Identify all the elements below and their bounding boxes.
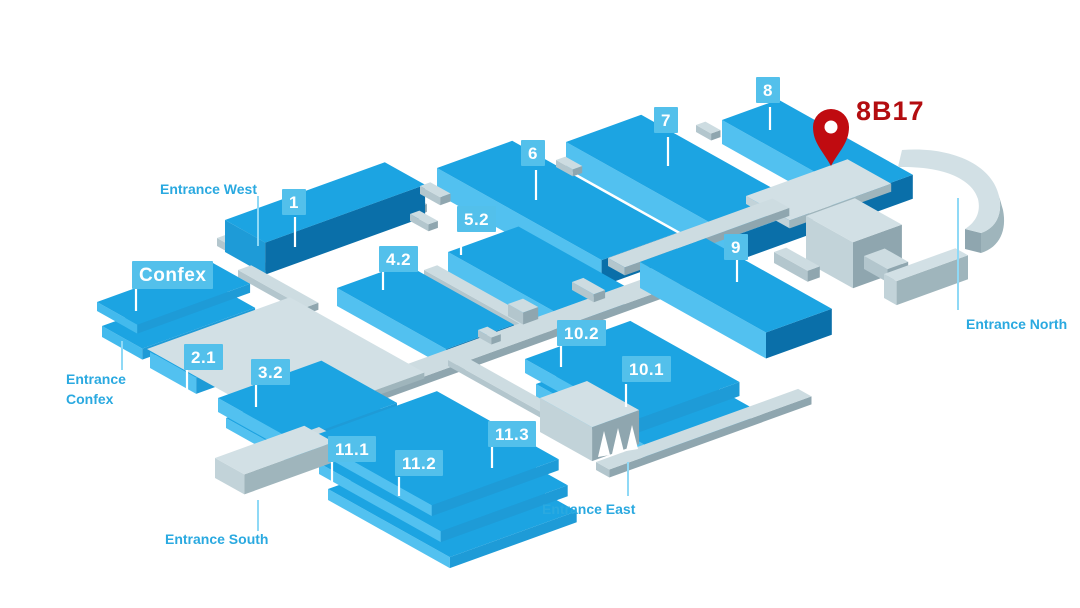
walkway (410, 210, 438, 232)
hall-tag-6[interactable]: 6 (521, 140, 545, 166)
hall-tag-5-2[interactable]: 5.2 (457, 206, 497, 232)
stand-marker-label: 8B17 (856, 96, 925, 126)
building (884, 248, 968, 306)
entrance-south-building (215, 425, 334, 495)
entrance-label-east: Entrance East (542, 501, 636, 517)
hall-tag-1[interactable]: 1 (282, 189, 306, 215)
entrance-label-confex: Entrance Confex (66, 371, 126, 407)
hall-tag-8[interactable]: 8 (756, 77, 780, 103)
hall-tag-11-2[interactable]: 11.2 (395, 450, 444, 476)
hall-tag-3-2[interactable]: 3.2 (251, 359, 291, 385)
hall-tag-10-1[interactable]: 10.1 (622, 356, 672, 382)
hall-tag-11-1[interactable]: 11.1 (328, 436, 377, 462)
walkway (478, 326, 501, 345)
location-pin-icon[interactable] (813, 109, 849, 166)
walkway (572, 277, 606, 303)
walkway (774, 247, 820, 282)
walkway (508, 298, 539, 325)
entrance-east-canopy (598, 425, 638, 457)
hall-tag-4-2[interactable]: 4.2 (379, 246, 419, 272)
entrance-label-south: Entrance South (165, 531, 269, 547)
walkway (556, 156, 583, 177)
walkway (696, 121, 721, 141)
entrance-label-west: Entrance West (160, 181, 257, 197)
hall-tag-11-3[interactable]: 11.3 (488, 421, 537, 447)
hall-tag-confex[interactable]: Confex (132, 261, 214, 289)
walkway (420, 182, 451, 206)
hall-tag-10-2[interactable]: 10.2 (557, 320, 607, 346)
entrance-label-north: Entrance North (966, 316, 1068, 332)
hall-9[interactable] (640, 238, 832, 359)
hall-tag-2-1[interactable]: 2.1 (184, 344, 224, 370)
hall-tag-9[interactable]: 9 (724, 234, 748, 260)
hall-tag-7[interactable]: 7 (654, 107, 678, 133)
entrance-north-ramp (898, 149, 1005, 253)
hall-1[interactable] (225, 162, 426, 275)
walkway (596, 388, 812, 478)
